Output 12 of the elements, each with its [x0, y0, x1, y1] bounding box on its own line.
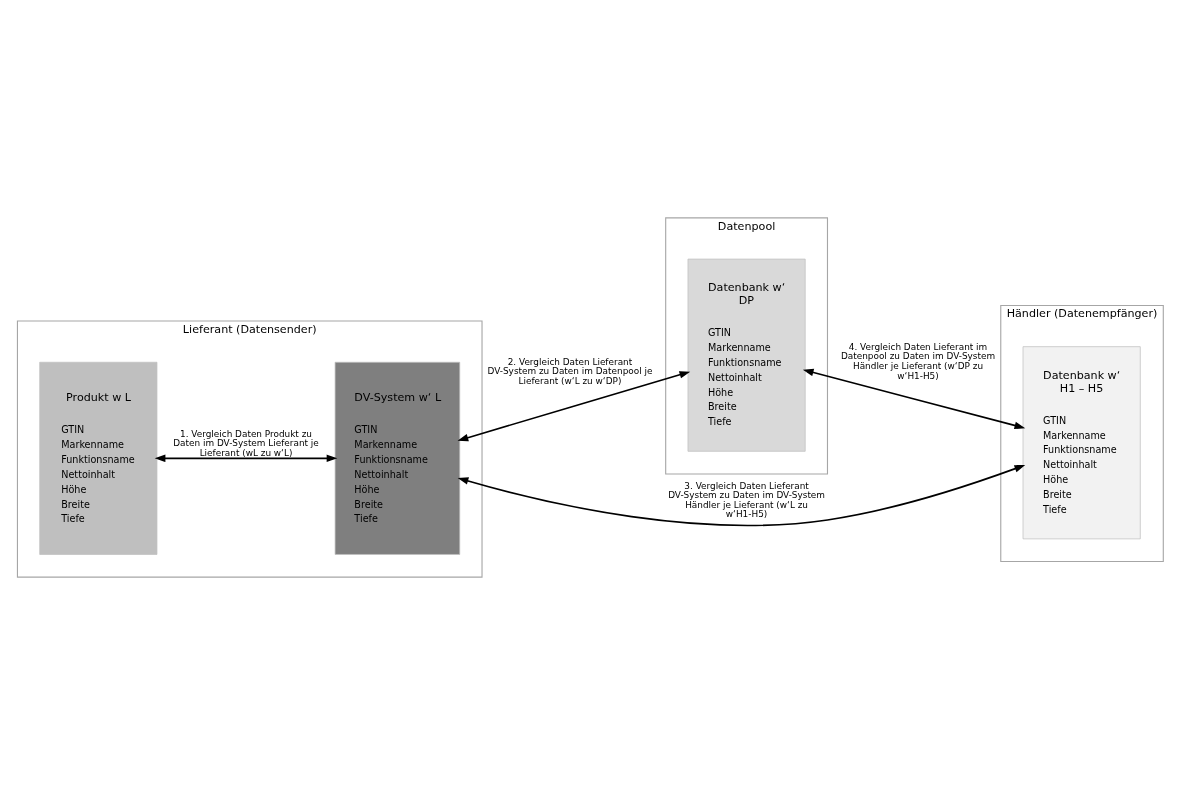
edge-label: 2. Vergleich Daten Lieferant DV-System zu Daten im Datenpool je Lieferant (w‘L zu w‘DP) — [487, 356, 653, 386]
edge-label: 4. Vergleich Daten Lieferant im Datenpool zu Daten im DV-System Händler je Lieferant (w‘DP zu w‘H1-H5) — [840, 341, 996, 381]
arrow — [457, 464, 1026, 526]
arrow — [457, 370, 691, 441]
node-box: Produkt w L GTIN Markenname Funktionsname Nettoinhalt Höhe Breite Tiefe — [39, 361, 158, 555]
edge-label: 3. Vergleich Daten Lieferant DV-System zu Daten im DV-System Händler je Lieferant (w‘L zu w‘H1-H5) — [668, 479, 826, 519]
arrow — [154, 454, 338, 462]
node-box: Datenbank w‘ H1 – H5 GTIN Markenname Funktionsname Nettoinhalt Höhe Breite Tiefe — [1022, 345, 1141, 539]
node-box: Datenbank w‘ DP GTIN Markenname Funktionsname Nettoinhalt Höhe Breite Tiefe — [687, 258, 806, 452]
node-box: DV-System w‘ L GTIN Markenname Funktionsname Nettoinhalt Höhe Breite Tiefe — [334, 361, 461, 555]
edge-label: 1. Vergleich Daten Produkt zu Daten im DV-System Lieferant je Lieferant (wL zu w‘L) — [173, 428, 319, 458]
arrow — [802, 368, 1026, 429]
